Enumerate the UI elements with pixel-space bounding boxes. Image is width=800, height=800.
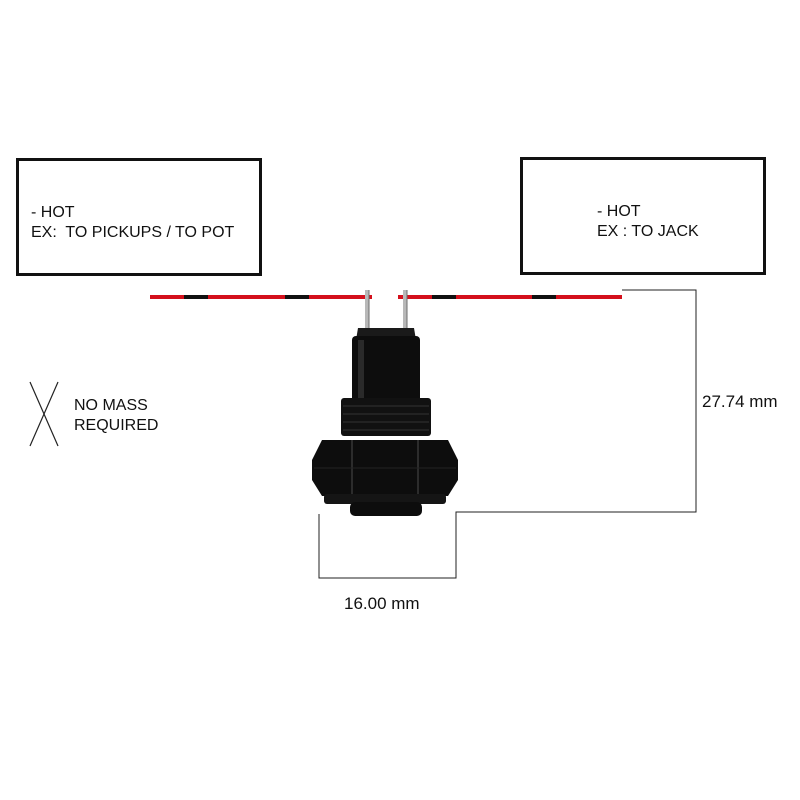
- right-wire-info-box: - HOT EX : TO JACK: [520, 157, 766, 275]
- left-hot-label: - HOT: [31, 204, 75, 221]
- left-wire-info-text: - HOT EX: TO PICKUPS / TO POT: [31, 203, 234, 243]
- no-mass-line1: NO MASS: [74, 397, 148, 414]
- x-cross-icon: [29, 381, 59, 447]
- right-hot-label: - HOT: [597, 203, 641, 220]
- left-destination-label: EX: TO PICKUPS / TO POT: [31, 224, 235, 241]
- no-mass-label: NO MASS REQUIRED: [74, 396, 158, 436]
- height-dimension-line: [318, 289, 697, 579]
- left-wire-info-box: - HOT EX: TO PICKUPS / TO POT: [16, 158, 262, 276]
- height-dimension-label: 27.74 mm: [702, 392, 778, 411]
- right-wire-info-text: - HOT EX : TO JACK: [597, 202, 699, 242]
- right-wire: [398, 295, 622, 299]
- no-mass-line2: REQUIRED: [74, 417, 159, 434]
- width-dimension-label: 16.00 mm: [344, 594, 420, 613]
- right-destination-label: EX : TO JACK: [597, 223, 699, 240]
- left-wire: [150, 295, 372, 299]
- push-button-switch-icon: [312, 290, 458, 516]
